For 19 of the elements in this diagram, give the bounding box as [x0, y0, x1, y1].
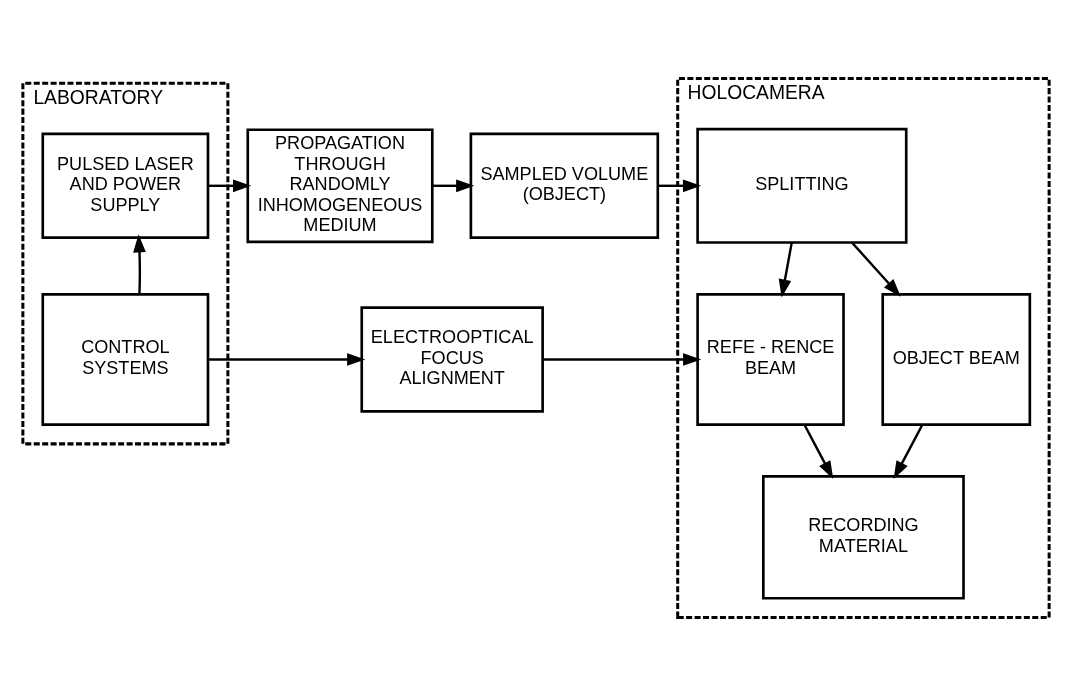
arrow — [542, 353, 702, 366]
node-box: SAMPLED VOLUME (OBJECT) — [469, 132, 660, 239]
arrow — [133, 234, 146, 295]
node-box: REFE - RENCE BEAM — [696, 293, 845, 426]
node-box: SPLITTING — [696, 127, 908, 244]
arrow — [851, 241, 901, 297]
arrow — [208, 179, 252, 193]
node-box: ELECTROOPTICAL FOCUS ALIGNMENT — [360, 306, 544, 413]
node-box: RECORDING MATERIAL — [762, 475, 965, 600]
arrow — [778, 242, 793, 298]
node-box: CONTROL SYSTEMS — [41, 293, 210, 426]
node-box: PULSED LASER AND POWER SUPPLY — [41, 132, 210, 239]
arrow — [208, 353, 366, 366]
arrow — [893, 424, 924, 480]
node-box: OBJECT BEAM — [881, 293, 1032, 426]
node-box: PROPAGATION THROUGH RANDOMLY INHOMOGENEOUS MEDIUM — [246, 128, 434, 244]
arrow — [432, 179, 475, 193]
arrow — [658, 179, 702, 193]
arrow — [803, 424, 834, 480]
